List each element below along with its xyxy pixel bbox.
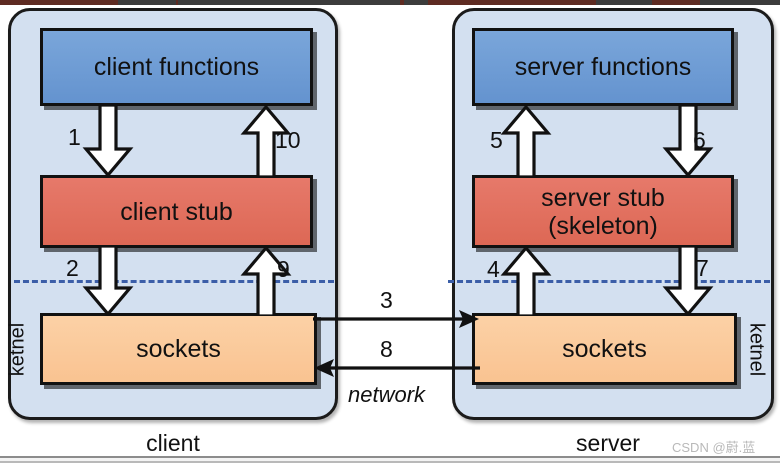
box-client-stub: client stub [40, 175, 313, 248]
arrow-step-9-up [238, 246, 294, 316]
box-server-stub-line2: (skeleton) [548, 211, 658, 240]
box-server-stub: server stub (skeleton) [472, 175, 734, 248]
network-label: network [348, 382, 426, 407]
arrow-step-1-down [80, 105, 136, 177]
arrow-step-10-up [238, 105, 294, 177]
box-client-functions: client functions [40, 28, 313, 106]
step-label-3: 3 [380, 287, 393, 313]
step-label-9: 9 [277, 256, 290, 282]
server-kernel-boundary-line [448, 280, 770, 283]
arrow-step-8-network-reply [312, 357, 480, 379]
box-server-stub-line1: server stub [541, 183, 665, 212]
step-label-4: 4 [487, 256, 500, 282]
caption-server: server [576, 430, 640, 456]
top-cropped-strip [0, 0, 780, 5]
step-label-2: 2 [66, 255, 79, 281]
step-label-10: 10 [275, 127, 301, 153]
server-kernel-label: ketnel [745, 322, 768, 377]
client-kernel-boundary-line [14, 280, 334, 283]
caption-client: client [146, 430, 200, 456]
box-client-sockets: sockets [40, 313, 317, 385]
client-kernel-label: ketnel [6, 322, 29, 377]
arrow-step-7-down [660, 246, 716, 316]
arrow-step-4-up [498, 246, 554, 316]
step-label-1: 1 [68, 124, 81, 150]
watermark: CSDN @蔚.蓝 [672, 440, 756, 455]
step-label-7: 7 [696, 255, 709, 281]
step-label-6: 6 [693, 127, 706, 153]
arrow-step-6-down [660, 105, 716, 177]
step-label-5: 5 [490, 127, 503, 153]
arrow-step-2-down [80, 246, 136, 316]
arrow-step-3-network-request [313, 308, 481, 330]
bottom-cropped-bar [0, 456, 780, 463]
box-server-sockets: sockets [472, 313, 737, 385]
arrow-step-5-up [498, 105, 554, 177]
box-server-functions: server functions [472, 28, 734, 106]
step-label-8: 8 [380, 336, 393, 362]
